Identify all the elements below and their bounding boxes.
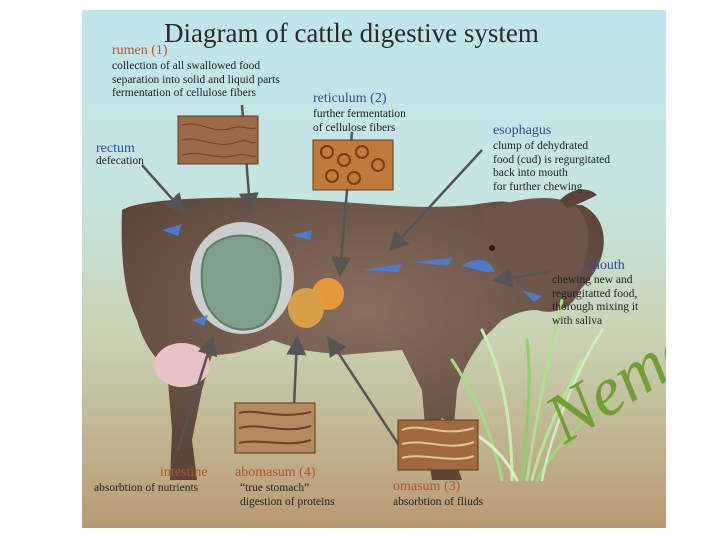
reticulum-label: reticulum (2) — [313, 91, 387, 106]
cow-body — [121, 189, 604, 480]
abomasum-description: “true stomach”digestion of proteins — [240, 482, 335, 508]
omasum-description: absorbtion of fliuds — [393, 496, 484, 508]
cow-illustration — [121, 104, 614, 482]
tissue-textures — [177, 115, 479, 471]
intestine-description: absorbtion of nutrients — [94, 482, 199, 494]
food-flow-arrows — [162, 224, 542, 326]
grass-illustration — [440, 298, 614, 482]
intestine-label: intestine — [160, 465, 208, 480]
mouth-label: mouth — [589, 258, 625, 273]
abomasum-label: abomasum (4) — [235, 465, 316, 480]
omasum-label: omasum (3) — [393, 479, 461, 494]
esophagus-label: esophagus — [493, 123, 552, 138]
rumen-label: rumen (1) — [112, 43, 168, 58]
rectum-label: rectum — [96, 141, 135, 156]
rumen-folds — [200, 234, 282, 331]
page-title: Diagram of cattle digestive system — [164, 18, 539, 48]
omasum-organ — [288, 288, 324, 328]
rectum-description: defecation — [96, 155, 144, 167]
diagram-panel: Nemose Diagram of cattle digestive syste… — [82, 10, 666, 528]
